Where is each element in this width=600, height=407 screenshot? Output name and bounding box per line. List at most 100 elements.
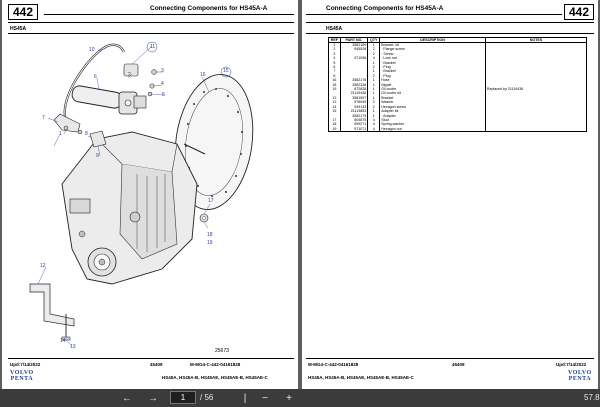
footer-rule (306, 358, 594, 359)
footer-code: M-MG4-C-442-04161828 (190, 362, 241, 367)
exploded-view-diagram (29, 41, 254, 347)
cell-qty: 4 (367, 126, 381, 133)
cell-notes (484, 65, 588, 70)
footer-date: Upd:7/14/2022 (556, 362, 587, 367)
callout-ref-2: 2 (128, 72, 131, 78)
callout-ref-5: 5 (162, 92, 165, 98)
cell-notes (484, 73, 588, 79)
footer-code: M-MG4-C-442-04161828 (308, 362, 359, 367)
callout-ref-3: 3 (161, 68, 164, 74)
cell-notes (484, 122, 588, 127)
model-rule (306, 33, 594, 34)
model-rule (8, 33, 294, 34)
model-label: HS45A (326, 26, 343, 32)
parts-table-header: REF PART NO. QTY DESCRIPTION NOTES (328, 37, 588, 43)
cell-notes (484, 126, 588, 133)
cell-notes (484, 82, 588, 88)
title-rule (306, 14, 562, 15)
callout-ref-15: 15 (223, 68, 229, 74)
logo-line-volvo: VOLVO (568, 370, 592, 376)
callout-ref-1: 1 (59, 131, 62, 137)
figure-number: 25673 (215, 348, 229, 354)
footer-models: HS45A, HS45A-B, HS45AE, HS45AE-B, HS45AE… (308, 375, 414, 380)
page-number-input[interactable]: 1 (170, 391, 196, 404)
callout-ref-13: 13 (70, 344, 76, 350)
cell-description: Hexagon nut (379, 126, 486, 133)
callout-ref-12: 12 (40, 263, 46, 269)
plus-icon: + (286, 392, 292, 404)
callout-ref-18: 18 (207, 232, 213, 238)
cell-ref: 19 (328, 126, 341, 133)
callout-ref-14: 14 (60, 338, 66, 344)
callout-ref-19: 19 (207, 240, 213, 246)
footer-rule (8, 358, 294, 359)
cell-notes (484, 95, 588, 101)
volvo-penta-logo: VOLVO PENTA (10, 370, 34, 382)
callout-hose: 10 (89, 47, 95, 53)
logo-line-volvo: VOLVO (10, 370, 34, 376)
cell-notes (484, 78, 588, 83)
callout-ref-4: 4 (161, 81, 164, 87)
cell-notes (484, 47, 588, 52)
divider-icon: | (243, 392, 247, 404)
cell-notes (484, 42, 588, 48)
page-title: Connecting Components for HS45A-A (326, 5, 444, 12)
arrow-left-icon: ← (122, 392, 132, 404)
cell-notes (484, 100, 588, 105)
cell-notes (484, 60, 588, 66)
next-page-button[interactable]: → (146, 391, 160, 405)
minus-icon: − (262, 392, 268, 404)
logo-line-penta: PENTA (10, 376, 34, 382)
cell-notes (484, 51, 588, 57)
previous-page-button[interactable]: ← (120, 391, 134, 405)
zoom-out-button[interactable]: − (258, 391, 272, 405)
callout-ref-8: 8 (85, 131, 88, 137)
pdf-toolbar: ← → 1 / 56 | − + 57.8 (0, 389, 600, 407)
cell-notes (484, 117, 588, 123)
title-rule (44, 14, 294, 15)
zoom-in-button[interactable]: + (282, 391, 296, 405)
footer-number: 45409 (150, 362, 163, 367)
cell-notes (484, 69, 588, 74)
logo-line-penta: PENTA (568, 376, 592, 382)
footer-date: Upd:7/14/2022 (10, 362, 41, 367)
arrow-right-icon: → (148, 392, 158, 404)
cell-notes (484, 113, 588, 118)
volvo-penta-logo: VOLVO PENTA (568, 370, 592, 382)
callout-ref-16: 16 (200, 72, 206, 78)
callout-ref-17: 17 (208, 198, 214, 204)
footer-models: HS45A, HS45A-B, HS45AE, HS45AE-B, HS45AE… (162, 375, 268, 380)
right-page: Connecting Components for HS45A-A 442 HS… (302, 0, 598, 389)
callout-ref-11: 11 (150, 44, 156, 50)
cell-notes: Replaced by 21119436 (484, 87, 588, 92)
zoom-level[interactable]: 57.8 (584, 393, 600, 402)
page-number-box: 442 (564, 4, 594, 20)
footer-number: 45409 (452, 362, 465, 367)
cell-notes (484, 104, 588, 110)
model-label: HS45A (10, 26, 27, 32)
cell-notes (484, 109, 588, 114)
left-page: 442 Connecting Components for HS45A-A HS… (2, 0, 298, 389)
cell-part-no: 971071 (339, 126, 369, 133)
callout-ref-9: 9 (96, 153, 99, 159)
callout-ref-6: 6 (94, 74, 97, 80)
